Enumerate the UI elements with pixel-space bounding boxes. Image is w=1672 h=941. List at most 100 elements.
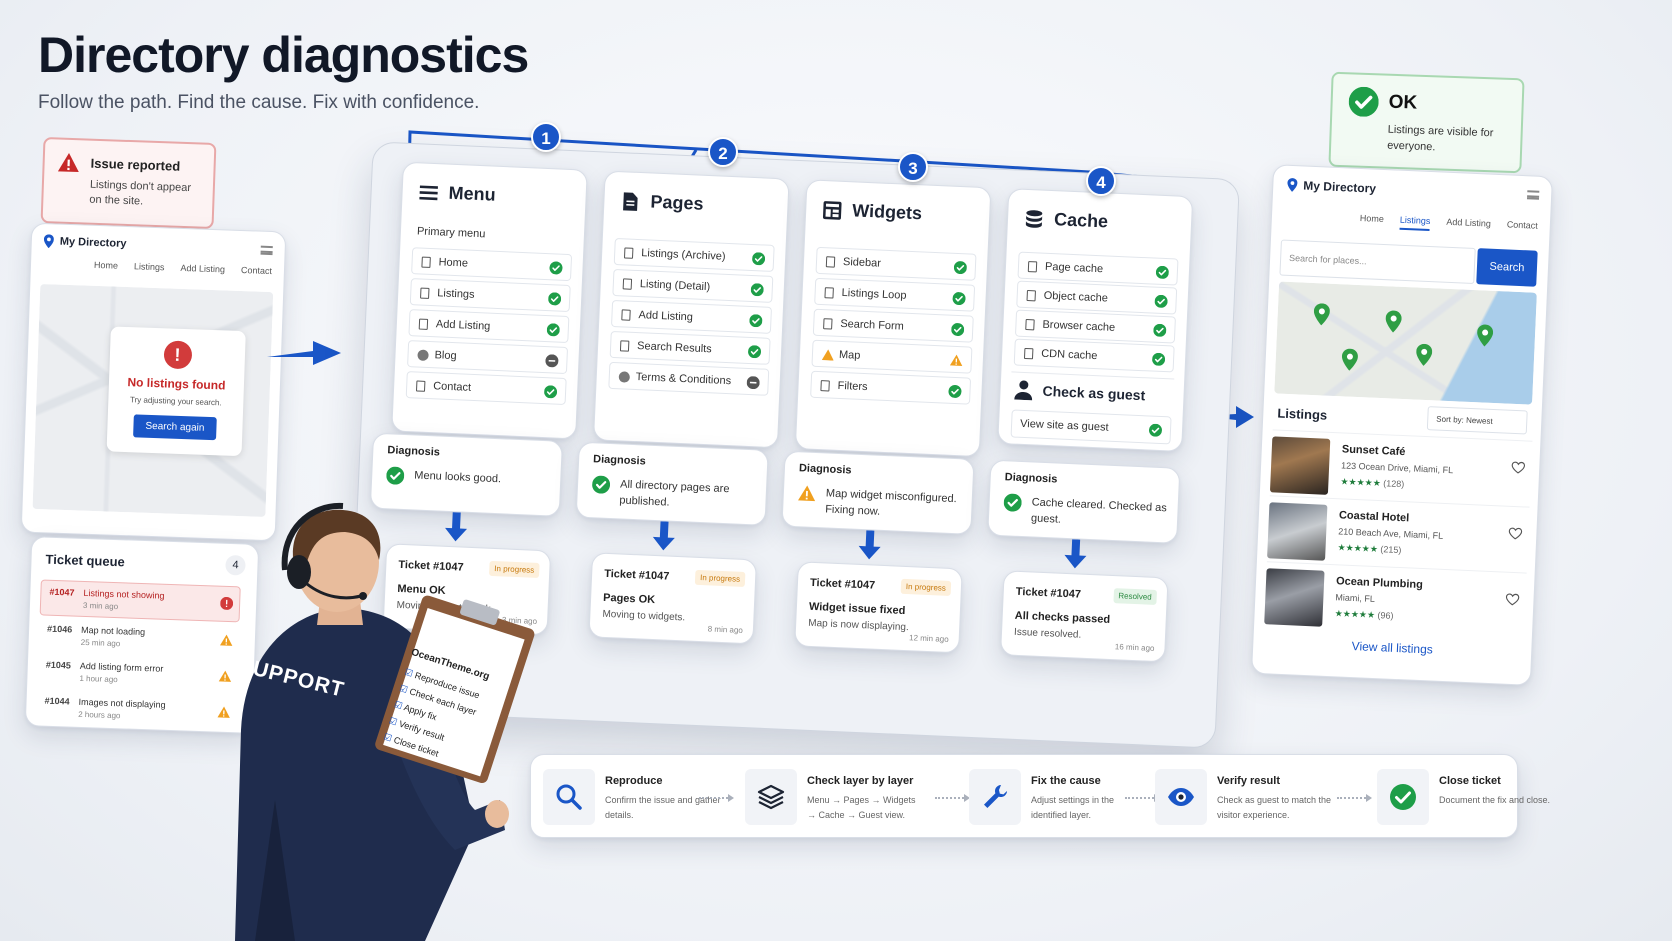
arrow-right-icon <box>267 341 341 365</box>
search-icon <box>556 784 582 810</box>
map-pin-icon[interactable] <box>1313 303 1330 326</box>
map-pin-icon[interactable] <box>1385 310 1402 333</box>
view-as-guest-row[interactable]: View site as guest <box>1010 409 1172 445</box>
document-icon <box>623 191 638 211</box>
check-item[interactable]: Filters <box>810 370 972 405</box>
database-icon <box>1025 209 1043 228</box>
minus-icon <box>746 376 760 390</box>
support-agent-illustration <box>235 502 535 941</box>
nav-listings[interactable]: Listings <box>1399 214 1431 232</box>
location-pin-icon <box>44 234 54 248</box>
ticket-time: 8 min ago <box>707 624 744 635</box>
list-item[interactable]: Ocean Plumbing Miami, FL ★★★★★ (96) <box>1264 561 1527 637</box>
step-text: Document the fix and close. <box>1439 795 1551 805</box>
column-title: Widgets <box>851 200 923 224</box>
check-item[interactable]: Listing (Detail) <box>612 268 774 303</box>
search-button[interactable]: Search <box>1476 248 1538 287</box>
check-item[interactable]: Home <box>411 247 573 282</box>
page-icon <box>418 318 429 330</box>
arrow-down-icon <box>445 512 468 542</box>
hamburger-icon[interactable] <box>260 245 273 256</box>
check-item[interactable]: Blog <box>407 340 569 375</box>
check-item[interactable]: Contact <box>405 371 567 405</box>
ticket-text: Moving to widgets. <box>602 608 686 624</box>
diagnosis-label: Diagnosis <box>1004 471 1058 486</box>
listing-rating: ★★★★★ (96) <box>1334 608 1394 622</box>
check-item[interactable]: Listings <box>409 278 571 313</box>
page-icon <box>1025 318 1035 331</box>
check-item[interactable]: Search Form <box>812 308 974 343</box>
ticket-title: Widget issue fixed <box>808 600 906 618</box>
item-label: Listings Loop <box>841 286 907 302</box>
map-pin-icon[interactable] <box>1477 324 1494 347</box>
list-item[interactable]: Coastal Hotel 210 Beach Ave, Miami, FL ★… <box>1267 495 1530 571</box>
check-icon <box>748 345 762 359</box>
list-item[interactable]: Sunset Café 123 Ocean Drive, Miami, FL ★… <box>1269 429 1533 505</box>
ticket-label: Listings not showing <box>83 587 165 601</box>
diagnosis-card: Diagnosis Map widget misconfigured. Fixi… <box>781 450 975 535</box>
diagnosis-label: Diagnosis <box>387 444 441 459</box>
item-label: CDN cache <box>1040 347 1098 363</box>
step-arrow <box>1337 794 1372 802</box>
step-title: Reproduce <box>605 775 663 787</box>
check-item[interactable]: Listings Loop <box>814 277 976 312</box>
check-item[interactable]: Browser cache <box>1014 309 1176 344</box>
heart-icon[interactable] <box>1508 527 1523 541</box>
empty-text: Try adjusting your search. <box>129 395 222 408</box>
cache-check-card: Cache Page cache Object cache Browser ca… <box>997 188 1194 452</box>
page-subtitle: Follow the path. Find the cause. Fix wit… <box>38 92 480 113</box>
check-icon <box>547 323 561 337</box>
status-badge: In progress <box>900 578 952 596</box>
search-again-button[interactable]: Search again <box>133 414 217 441</box>
item-label: View site as guest <box>1019 417 1109 434</box>
map-view[interactable] <box>1274 281 1537 405</box>
check-icon <box>386 466 405 485</box>
check-item[interactable]: Terms & Conditions <box>608 361 770 396</box>
page-icon <box>622 278 633 290</box>
check-item[interactable]: Add Listing <box>408 309 570 344</box>
circle-icon <box>417 349 429 361</box>
nav-add-listing[interactable]: Add Listing <box>1446 216 1492 229</box>
check-item[interactable]: CDN cache <box>1013 338 1175 373</box>
nav-contact[interactable]: Contact <box>240 264 273 277</box>
map-pin-icon[interactable] <box>1416 344 1433 367</box>
nav-contact[interactable]: Contact <box>1506 219 1539 231</box>
status-badge: In progress <box>694 569 746 587</box>
step-text: Menu → Pages → Widgets → Cache → Guest v… <box>807 795 916 820</box>
check-item[interactable]: Page cache <box>1017 251 1179 286</box>
ticket-id: #1047 <box>49 586 75 598</box>
ticket-row[interactable]: #1047 Listings not showing 3 min ago <box>39 579 241 623</box>
check-item[interactable]: Add Listing <box>610 299 773 334</box>
directory-preview-broken: My Directory Home Listings Add Listing C… <box>20 222 287 542</box>
diagnostics-board: Menu Primary menu Home Listings Add List… <box>347 141 1241 749</box>
view-all-listings-link[interactable]: View all listings <box>1351 639 1434 657</box>
check-icon <box>1348 86 1379 117</box>
check-item[interactable]: Map <box>811 339 973 374</box>
check-item[interactable]: Object cache <box>1016 280 1178 315</box>
nav-add-listing[interactable]: Add Listing <box>180 262 226 275</box>
step-arrow <box>1125 794 1160 802</box>
page-icon <box>420 287 430 299</box>
heart-icon[interactable] <box>1505 593 1520 607</box>
check-item[interactable]: Sidebar <box>815 246 977 281</box>
nav-listings[interactable]: Listings <box>133 261 165 273</box>
item-label: Sidebar <box>842 255 882 270</box>
heart-icon[interactable] <box>1511 461 1526 475</box>
ticket-time: 25 min ago <box>80 637 121 649</box>
nav-home[interactable]: Home <box>1359 212 1385 225</box>
check-item[interactable]: Search Results <box>609 330 771 365</box>
diagnosis-label: Diagnosis <box>798 462 852 477</box>
sort-dropdown[interactable]: Sort by: Newest <box>1426 406 1528 435</box>
map-pin-icon[interactable] <box>1341 348 1358 371</box>
page-icon <box>623 247 634 259</box>
ticket-row[interactable]: #1044 Images not displaying 2 hours ago <box>36 689 237 732</box>
warning-icon <box>821 349 835 361</box>
check-item[interactable]: Listings (Archive) <box>613 237 775 272</box>
hamburger-icon[interactable] <box>1526 190 1540 200</box>
search-input[interactable]: Search for places... <box>1279 239 1476 285</box>
ok-text: Listings are visible for everyone. <box>1386 123 1494 154</box>
nav-home[interactable]: Home <box>93 259 119 271</box>
brand: My Directory <box>1287 178 1376 196</box>
guest-title: Check as guest <box>1042 382 1146 404</box>
item-label: Listings <box>437 287 475 301</box>
